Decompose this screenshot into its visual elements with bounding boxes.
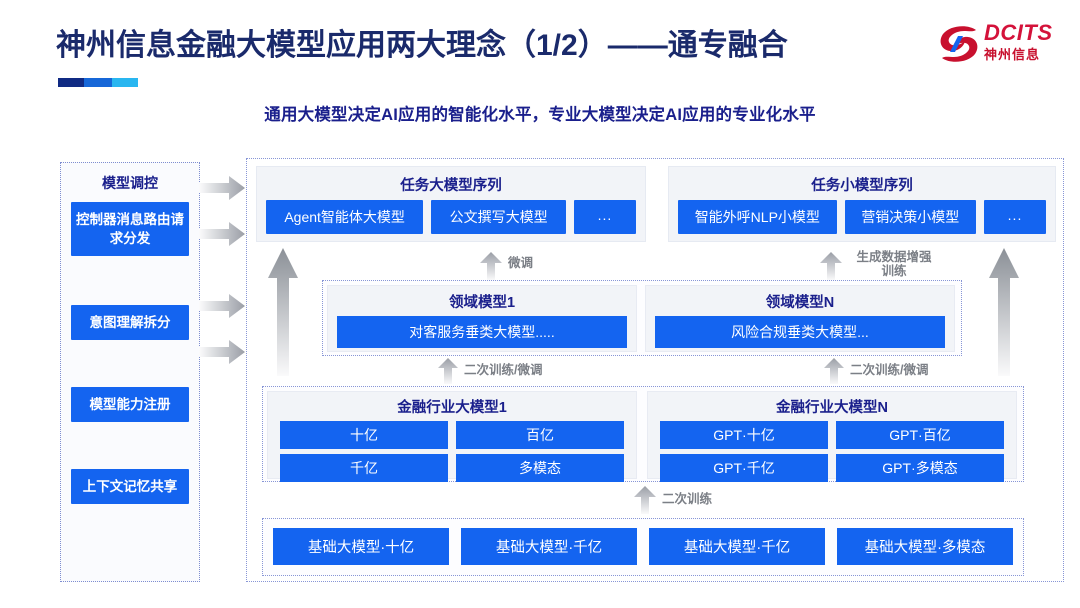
accent-segment-3 (112, 78, 138, 87)
company-logo: DCITS 神州信息 (938, 20, 1066, 74)
control-panel-title: 模型调控 (102, 175, 158, 191)
base-model-cell-1[interactable]: 基础大模型·十亿 (273, 528, 449, 565)
up-arrow-icon-data-augment (820, 252, 842, 280)
up-arrow-icon-retrain-right (824, 358, 844, 384)
industry-1-cell-4[interactable]: 多模态 (456, 454, 624, 482)
dcits-swirl-icon (940, 26, 978, 62)
spacer-3 (61, 422, 199, 469)
base-model-cell-2[interactable]: 基础大模型·千亿 (461, 528, 637, 565)
logo-english: DCITS (984, 20, 1053, 45)
domain-model-n-heading: 领域模型N (765, 295, 835, 311)
logo-chinese: 神州信息 (984, 47, 1041, 62)
domain-model-1-chip[interactable]: 对客服务垂类大模型..... (337, 316, 627, 348)
architecture-container (246, 158, 1064, 582)
model-control-panel: 模型调控 控制器消息路由请求分发 意图理解拆分 模型能力注册 上下文记忆共享 (60, 162, 200, 582)
task-large-model-sequence-heading: 任务大模型序列 (400, 178, 502, 194)
industry-model-band: 金融行业大模型1 十亿 百亿 千亿 多模态 金融行业大模型N GPT·十亿 GP… (262, 386, 1024, 482)
caption-retrain: 二次训练 (662, 492, 713, 506)
spacer-1 (61, 256, 199, 305)
industry-model-n-heading: 金融行业大模型N (776, 400, 888, 416)
base-model-band: 基础大模型·十亿 基础大模型·千亿 基础大模型·千亿 基础大模型·多模态 (262, 518, 1024, 576)
chip-more-large-models[interactable]: ... (574, 200, 636, 234)
industry-n-cell-2[interactable]: GPT·百亿 (836, 421, 1004, 449)
accent-bar (58, 78, 138, 87)
page-title: 神州信息金融大模型应用两大理念（1/2）——通专融合 (56, 29, 788, 62)
control-item-router[interactable]: 控制器消息路由请求分发 (71, 202, 189, 256)
industry-model-n: 金融行业大模型N GPT·十亿 GPT·百亿 GPT·千亿 GPT·多模态 (647, 391, 1017, 482)
domain-model-1-heading: 领域模型1 (448, 295, 516, 311)
spacer-2 (61, 340, 199, 387)
control-item-intent[interactable]: 意图理解拆分 (71, 305, 189, 340)
caption-finetune: 微调 (508, 256, 534, 270)
industry-1-cell-2[interactable]: 百亿 (456, 421, 624, 449)
chip-marketing-decision-small-model[interactable]: 营销决策小模型 (844, 200, 977, 234)
right-arrow-icon-3 (199, 294, 245, 318)
right-arrow-icon-1 (199, 176, 245, 200)
control-item-capability-registry[interactable]: 模型能力注册 (71, 387, 189, 422)
up-arrow-icon-finetune (480, 252, 502, 280)
caption-data-augment-line2: 训练 (881, 264, 907, 278)
industry-n-cell-4[interactable]: GPT·多模态 (836, 454, 1004, 482)
task-small-model-sequence-heading: 任务小模型序列 (811, 178, 913, 194)
task-large-model-chip-row: Agent智能体大模型 公文撰写大模型 ... (257, 195, 645, 234)
domain-model-n: 领域模型N 风险合规垂类大模型... (645, 285, 955, 352)
chip-agent-large-model[interactable]: Agent智能体大模型 (266, 200, 424, 234)
up-arrow-icon-right-tall (989, 248, 1019, 376)
base-model-cell-3[interactable]: 基础大模型·千亿 (649, 528, 825, 565)
industry-1-cell-1[interactable]: 十亿 (280, 421, 448, 449)
chip-outbound-nlp-small-model[interactable]: 智能外呼NLP小模型 (678, 200, 837, 234)
industry-model-1-grid: 十亿 百亿 千亿 多模态 (268, 417, 636, 482)
up-arrow-icon-retrain-left (438, 358, 458, 384)
caption-retrain-finetune-right: 二次训练/微调 (850, 363, 929, 377)
right-arrow-icon-2 (199, 222, 245, 246)
task-small-model-chip-row: 智能外呼NLP小模型 营销决策小模型 ... (669, 195, 1055, 234)
caption-data-augment-line1: 生成数据增强 (856, 250, 932, 264)
page-subtitle: 通用大模型决定AI应用的智能化水平，专业大模型决定AI应用的专业化水平 (264, 106, 816, 124)
base-model-cell-4[interactable]: 基础大模型·多模态 (837, 528, 1013, 565)
task-small-model-sequence: 任务小模型序列 智能外呼NLP小模型 营销决策小模型 ... (668, 166, 1056, 242)
accent-segment-1 (58, 78, 84, 87)
industry-n-cell-3[interactable]: GPT·千亿 (660, 454, 828, 482)
control-item-context-memory[interactable]: 上下文记忆共享 (71, 469, 189, 504)
chip-more-small-models[interactable]: ... (984, 200, 1047, 234)
base-model-row: 基础大模型·十亿 基础大模型·千亿 基础大模型·千亿 基础大模型·多模态 (263, 519, 1023, 574)
industry-model-n-grid: GPT·十亿 GPT·百亿 GPT·千亿 GPT·多模态 (648, 417, 1016, 482)
industry-1-cell-3[interactable]: 千亿 (280, 454, 448, 482)
caption-retrain-finetune-left: 二次训练/微调 (464, 363, 543, 377)
industry-model-1: 金融行业大模型1 十亿 百亿 千亿 多模态 (267, 391, 637, 482)
domain-model-band: 领域模型1 对客服务垂类大模型..... 领域模型N 风险合规垂类大模型... (322, 280, 962, 356)
industry-n-cell-1[interactable]: GPT·十亿 (660, 421, 828, 449)
up-arrow-icon-retrain (634, 486, 656, 514)
up-arrow-icon-left-tall (268, 248, 298, 376)
task-large-model-sequence: 任务大模型序列 Agent智能体大模型 公文撰写大模型 ... (256, 166, 646, 242)
domain-model-n-chip[interactable]: 风险合规垂类大模型... (655, 316, 945, 348)
accent-segment-2 (84, 78, 112, 87)
industry-model-1-heading: 金融行业大模型1 (397, 400, 507, 416)
logo-text-block: DCITS 神州信息 (984, 20, 1053, 63)
right-arrow-icon-4 (199, 340, 245, 364)
chip-document-writing-large-model[interactable]: 公文撰写大模型 (431, 200, 566, 234)
domain-model-1: 领域模型1 对客服务垂类大模型..... (327, 285, 637, 352)
